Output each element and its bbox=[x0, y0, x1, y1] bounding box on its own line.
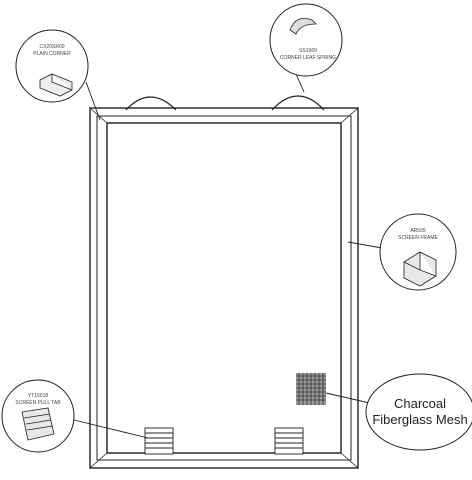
screen-frame-callout: AR505 SCREEN FRAME bbox=[347, 213, 457, 291]
mesh-label-line2: Fiberglass Mesh bbox=[372, 412, 467, 427]
corner-leaf-spring-callout: SS1969 CORNER LEAF SPRING bbox=[269, 3, 343, 93]
mesh-label-line1: Charcoal bbox=[394, 396, 446, 411]
screen-frame-label: SCREEN FRAME bbox=[398, 235, 438, 241]
right-pull-tab bbox=[274, 427, 304, 455]
leaf-spring-label: CORNER LEAF SPRING bbox=[280, 55, 336, 61]
mesh-sample bbox=[296, 373, 326, 405]
screen-frame-part-number: AR505 bbox=[410, 228, 426, 234]
frame-profile-icon bbox=[403, 251, 437, 287]
pull-tab-part-number: YT15018 bbox=[28, 393, 49, 399]
leaf-spring-part-number: SS1969 bbox=[299, 48, 317, 54]
mesh-callout: Charcoal Fiberglass Mesh bbox=[325, 373, 472, 451]
screen-pull-tab-callout: YT15018 SCREEN PULL TAB bbox=[1, 379, 149, 453]
pull-tab-icon bbox=[21, 407, 55, 441]
left-leaf-spring bbox=[125, 96, 177, 111]
pull-tab-label: SCREEN PULL TAB bbox=[15, 400, 61, 406]
screen-frame bbox=[89, 107, 359, 469]
left-pull-tab bbox=[144, 427, 174, 455]
right-leaf-spring bbox=[271, 95, 325, 111]
plain-corner-icon bbox=[39, 73, 73, 97]
plain-corner-label: PLAIN CORNER bbox=[33, 51, 71, 57]
plain-corner-callout: CX20SR00 PLAIN CORNER bbox=[15, 29, 101, 121]
leaf-spring-icon bbox=[289, 17, 317, 35]
plain-corner-part-number: CX20SR00 bbox=[39, 44, 64, 50]
